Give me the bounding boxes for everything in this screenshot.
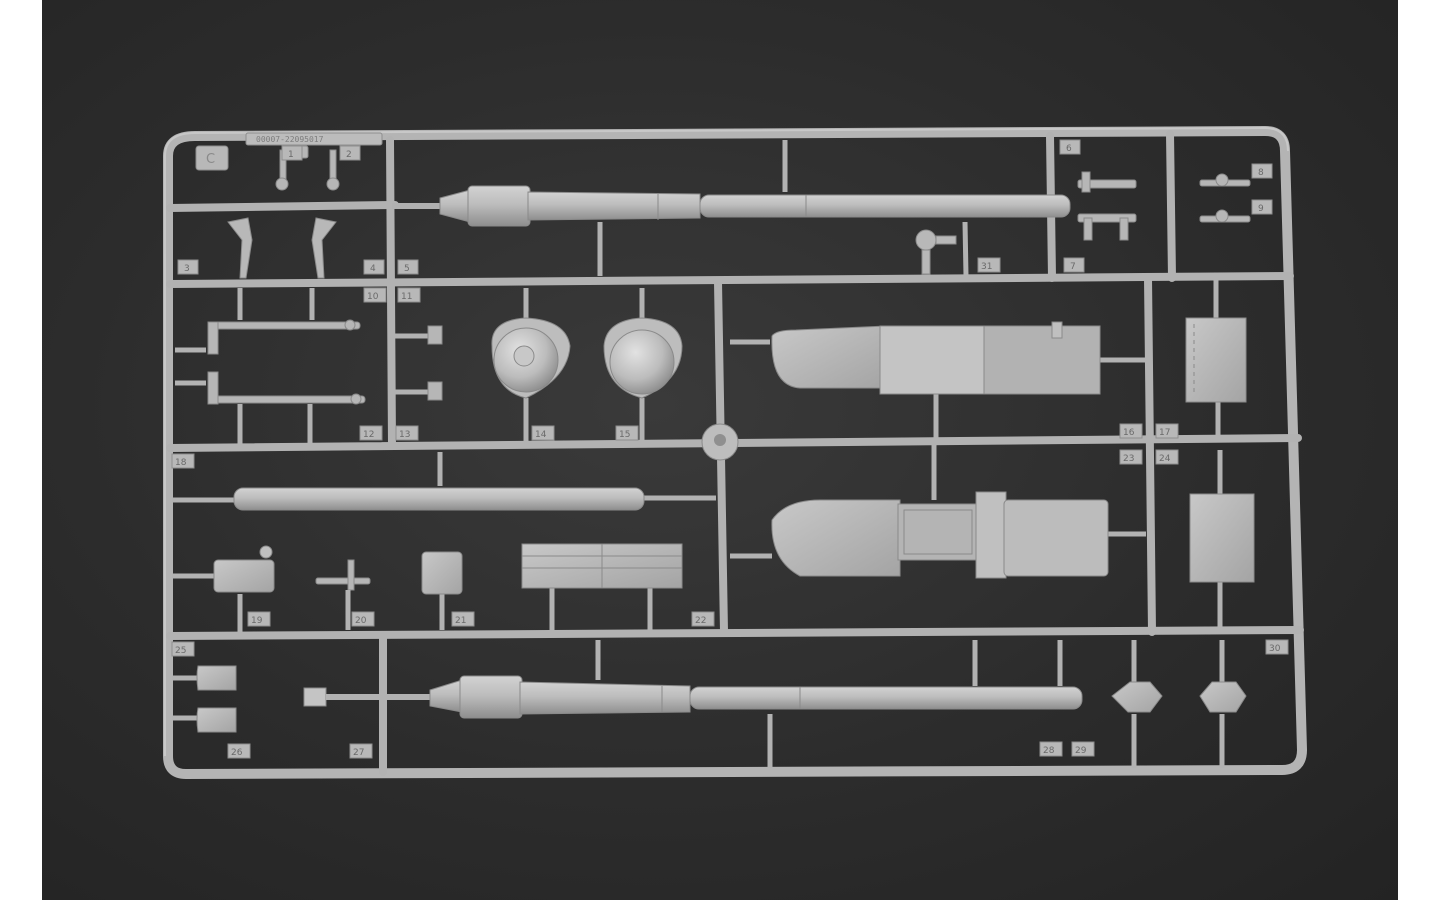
svg-text:26: 26 (231, 748, 243, 758)
small-blocks (427, 325, 443, 401)
part-16-breech-block (730, 321, 1146, 440)
upper-gun-barrel (392, 185, 1071, 227)
svg-text:11: 11 (401, 292, 412, 302)
part-tab-29: 29 (1071, 741, 1095, 757)
part-tab-5: 5 (397, 259, 419, 275)
part-tab-14: 14 (531, 425, 555, 441)
part-tab-1: 1 (281, 145, 303, 161)
svg-text:17: 17 (1159, 428, 1170, 438)
svg-text:30: 30 (1269, 644, 1281, 654)
svg-text:00007-22095017: 00007-22095017 (256, 135, 324, 144)
part-tab-21: 21 (451, 611, 475, 627)
part-19-clamp (172, 545, 275, 632)
part-18-tube (172, 452, 716, 511)
part-tab-4: 4 (363, 259, 385, 275)
part-tab-18: 18 (171, 453, 195, 469)
part-tab-9: 9 (1251, 199, 1273, 215)
part-tab-27: 27 (349, 743, 373, 759)
part-tab-10: 10 (363, 287, 387, 303)
svg-text:9: 9 (1258, 204, 1264, 214)
bracket-parts (227, 217, 337, 279)
part-28-29-brackets (1111, 640, 1247, 768)
sprue-outer-frame (163, 126, 1307, 779)
svg-text:8: 8 (1258, 168, 1264, 178)
svg-text:13: 13 (399, 430, 410, 440)
svg-text:5: 5 (404, 264, 410, 274)
part-23-receiver (730, 444, 1146, 579)
part-tab-25: 25 (171, 641, 195, 657)
part-31-knob (915, 229, 957, 275)
part-tab-26: 26 (227, 743, 251, 759)
part-tab-17: 17 (1155, 423, 1179, 439)
part-tab-19: 19 (247, 611, 271, 627)
part-tab-2: 2 (339, 145, 361, 161)
svg-text:10: 10 (367, 292, 379, 302)
part-10-11-rails (207, 319, 366, 405)
svg-text:15: 15 (619, 430, 630, 440)
svg-text:27: 27 (353, 748, 364, 758)
sprue-letter-tab: C (195, 145, 229, 171)
part-17-plate (1185, 280, 1247, 442)
svg-text:31: 31 (981, 262, 992, 272)
part-tab-8: 8 (1251, 163, 1273, 179)
part-tab-20: 20 (351, 611, 375, 627)
part-15-dome (603, 288, 683, 444)
part-tab-13: 13 (395, 425, 419, 441)
svg-text:6: 6 (1066, 144, 1072, 154)
svg-text:23: 23 (1123, 454, 1134, 464)
part-tab-7: 7 (1063, 257, 1085, 273)
svg-text:29: 29 (1075, 746, 1087, 756)
svg-text:24: 24 (1159, 454, 1171, 464)
part-tab-28: 28 (1039, 741, 1063, 757)
svg-text:1: 1 (288, 150, 294, 160)
svg-text:22: 22 (695, 616, 706, 626)
part-tab-24: 24 (1155, 449, 1179, 465)
svg-text:28: 28 (1043, 746, 1055, 756)
part-tab-12: 12 (359, 425, 383, 441)
part-tab-30: 30 (1265, 639, 1289, 655)
svg-text:4: 4 (370, 264, 376, 274)
lower-gun-barrel (303, 675, 1083, 719)
part-20-lever (315, 559, 371, 630)
svg-text:18: 18 (175, 458, 187, 468)
svg-text:C: C (206, 152, 215, 167)
svg-text:3: 3 (184, 264, 190, 274)
runner-hub (701, 423, 739, 461)
part-tab-3: 3 (177, 259, 199, 275)
part-24-plate (1189, 450, 1255, 630)
svg-text:21: 21 (455, 616, 466, 626)
part-tab-11: 11 (397, 287, 421, 303)
part-6-7-clamps (1077, 171, 1137, 241)
part-tab-6: 6 (1059, 139, 1081, 155)
part-tab-15: 15 (615, 425, 639, 441)
svg-text:25: 25 (175, 646, 186, 656)
sprue-code-tab: 00007-22095017 (245, 132, 383, 146)
svg-text:16: 16 (1123, 428, 1135, 438)
part-21-box (421, 551, 463, 630)
part-tab-31: 31 (977, 257, 1001, 273)
svg-text:20: 20 (355, 616, 367, 626)
part-25-26-caps (172, 665, 237, 733)
svg-text:12: 12 (363, 430, 374, 440)
svg-text:2: 2 (346, 150, 352, 160)
part-tab-22: 22 (691, 611, 715, 627)
part-tab-16: 16 (1119, 423, 1143, 439)
part-22-grille (521, 543, 683, 630)
part-tab-23: 23 (1119, 449, 1143, 465)
svg-text:7: 7 (1070, 262, 1076, 272)
part-8-9-pins (1199, 173, 1251, 223)
part-number-tabs: C 00007-22095017 1 2 3 4 5 6 7 8 9 10 11… (171, 132, 1289, 759)
svg-text:14: 14 (535, 430, 547, 440)
svg-text:19: 19 (251, 616, 263, 626)
part-14-dome (491, 288, 571, 444)
